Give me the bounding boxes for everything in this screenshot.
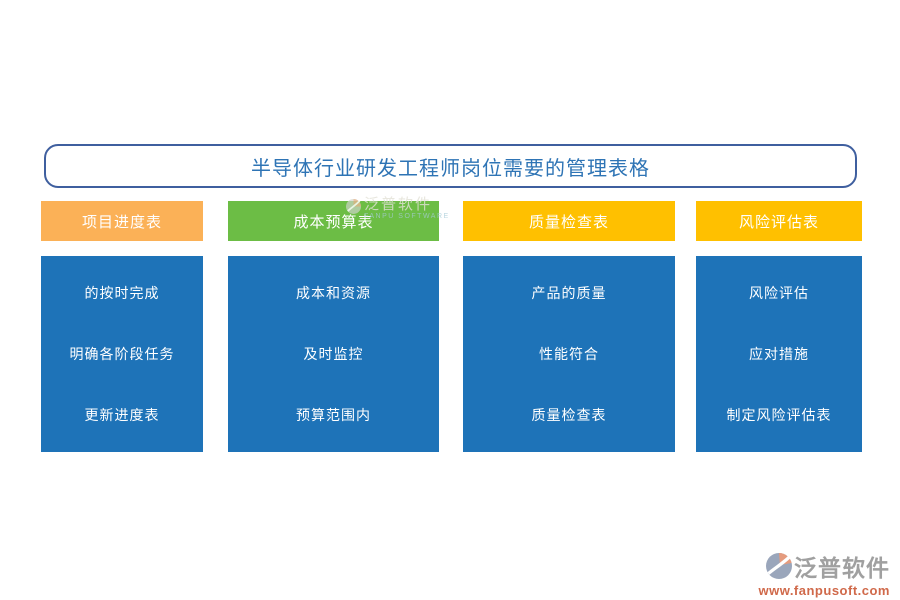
list-item: 质量检查表: [531, 407, 607, 424]
list-item: 应对措施: [749, 345, 809, 362]
column-header: 质量检查表: [463, 201, 675, 241]
list-item: 风险评估: [749, 284, 809, 301]
column-header: 风险评估表: [696, 201, 862, 241]
page-title: 半导体行业研发工程师岗位需要的管理表格: [251, 157, 650, 180]
column-header: 成本预算表: [228, 201, 439, 241]
list-item: 及时监控: [303, 345, 364, 362]
column-body: 成本和资源 及时监控 预算范围内: [228, 256, 439, 452]
footer-website-url: www.fanpusoft.com: [758, 583, 890, 598]
fanpu-circle-logo-icon: [766, 553, 792, 579]
list-item: 性能符合: [539, 345, 599, 362]
watermark-brand-en: FANPU SOFTWARE: [364, 213, 450, 220]
column-project-schedule: 项目进度表 的按时完成 明确各阶段任务 更新进度表: [41, 201, 203, 452]
list-item: 明确各阶段任务: [69, 345, 175, 362]
fanpu-circle-logo-icon: [346, 199, 361, 214]
list-item: 成本和资源: [296, 284, 371, 301]
list-item: 制定风险评估表: [726, 407, 832, 424]
column-quality-check: 质量检查表 产品的质量 性能符合 质量检查表: [463, 201, 675, 452]
fanpu-watermark: 泛普软件 FANPU SOFTWARE: [346, 196, 476, 221]
column-body: 风险评估 应对措施 制定风险评估表: [696, 256, 862, 452]
title-banner: 半导体行业研发工程师岗位需要的管理表格: [44, 144, 857, 188]
list-item: 更新进度表: [84, 407, 160, 424]
column-body: 产品的质量 性能符合 质量检查表: [463, 256, 675, 452]
column-cost-budget: 成本预算表 成本和资源 及时监控 预算范围内: [228, 201, 439, 452]
list-item: 的按时完成: [84, 284, 160, 301]
column-risk-assessment: 风险评估表 风险评估 应对措施 制定风险评估表: [696, 201, 862, 452]
column-body: 的按时完成 明确各阶段任务 更新进度表: [41, 256, 203, 452]
column-header: 项目进度表: [41, 201, 203, 241]
list-item: 预算范围内: [296, 407, 371, 424]
watermark-brand: 泛普软件: [364, 196, 433, 213]
footer-brand-name: 泛普软件: [794, 555, 890, 581]
list-item: 产品的质量: [531, 284, 607, 301]
footer-brand-block: 泛普软件 www.fanpusoft.com: [750, 549, 890, 598]
